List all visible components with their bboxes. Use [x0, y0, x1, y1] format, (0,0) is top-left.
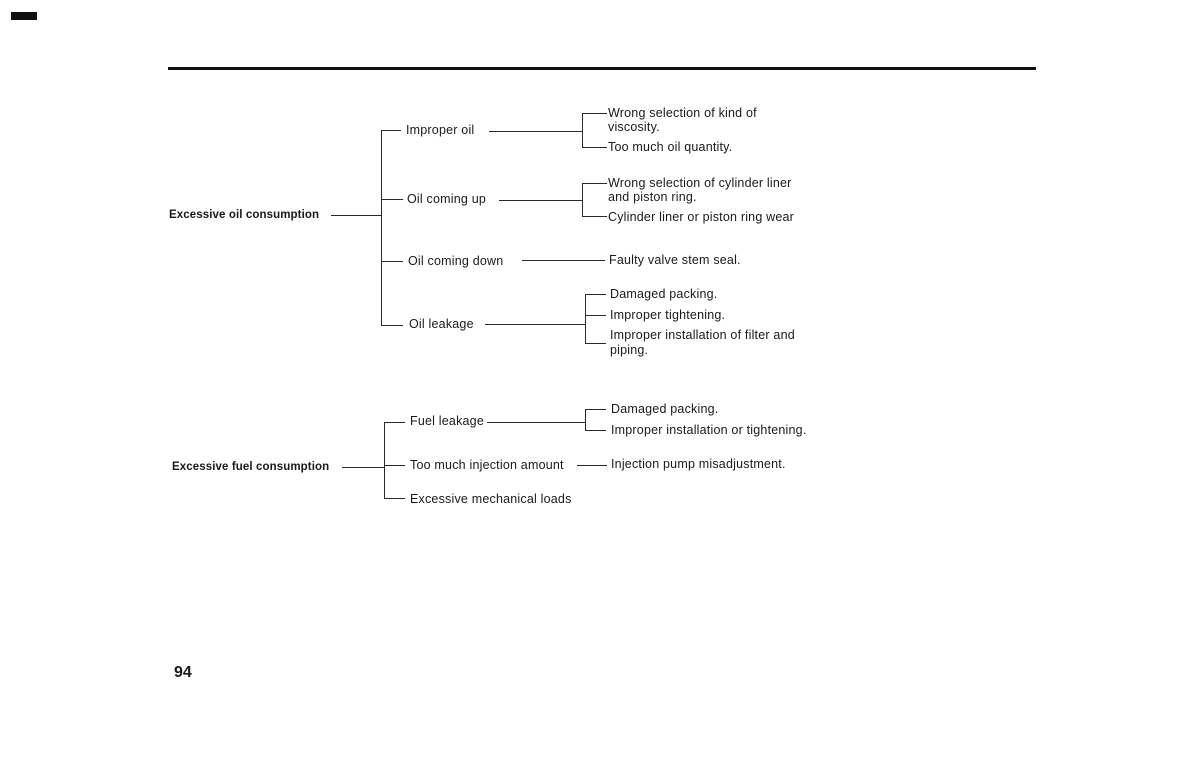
effect-text: Improper tightening. [610, 308, 726, 322]
cause-too-much-injection: Too much injection amount [410, 458, 564, 472]
cause-oil-coming-up: Oil coming up [407, 192, 487, 206]
connector [585, 430, 606, 431]
connector [585, 294, 606, 295]
effect-text: Cylinder liner or piston ring wear [608, 210, 795, 224]
connector [381, 325, 403, 326]
connector [585, 343, 606, 344]
bracket-line [585, 409, 586, 431]
effect-text: Damaged packing. [610, 287, 718, 301]
connector [499, 200, 583, 201]
effect-text: Faulty valve stem seal. [609, 253, 741, 267]
connector [331, 215, 382, 216]
effect-text: and piston ring. [608, 190, 697, 204]
connector [522, 260, 605, 261]
bracket-line [582, 183, 583, 217]
connector [489, 131, 583, 132]
cause-mechanical-loads: Excessive mechanical loads [410, 492, 572, 506]
connector [582, 216, 607, 217]
bracket-line [582, 113, 583, 148]
bracket-line [585, 294, 586, 344]
fuel-trunk-line [384, 422, 385, 499]
connector [384, 422, 405, 423]
effect-text: Wrong selection of cylinder liner [608, 176, 792, 190]
connector [585, 409, 606, 410]
connector [585, 315, 606, 316]
effect-text: viscosity. [608, 120, 660, 134]
connector [582, 183, 607, 184]
connector [485, 324, 585, 325]
corner-mark [11, 12, 37, 20]
cause-oil-leakage: Oil leakage [409, 317, 474, 331]
oil-root-label: Excessive oil consumption [169, 209, 320, 221]
connector [582, 147, 607, 148]
connector [487, 422, 586, 423]
page-number: 94 [174, 664, 192, 681]
connector [381, 199, 403, 200]
oil-trunk-line [381, 130, 382, 326]
effect-text: Wrong selection of kind of [608, 106, 757, 120]
effect-text: Too much oil quantity. [608, 140, 733, 154]
effect-text: piping. [610, 343, 649, 357]
connector [577, 465, 607, 466]
cause-oil-coming-down: Oil coming down [408, 254, 504, 268]
fuel-root-label: Excessive fuel consumption [172, 461, 330, 473]
header-rule [168, 67, 1036, 70]
connector [381, 261, 403, 262]
connector [381, 130, 401, 131]
connector [384, 498, 405, 499]
effect-text: Injection pump misadjustment. [611, 457, 786, 471]
effect-text: Damaged packing. [611, 402, 719, 416]
connector [582, 113, 607, 114]
effect-text: Improper installation or tightening. [611, 423, 807, 437]
connector [342, 467, 385, 468]
connector [384, 465, 405, 466]
effect-text: Improper installation of filter and [610, 328, 795, 342]
cause-improper-oil: Improper oil [406, 123, 475, 137]
cause-fuel-leakage: Fuel leakage [410, 414, 484, 428]
